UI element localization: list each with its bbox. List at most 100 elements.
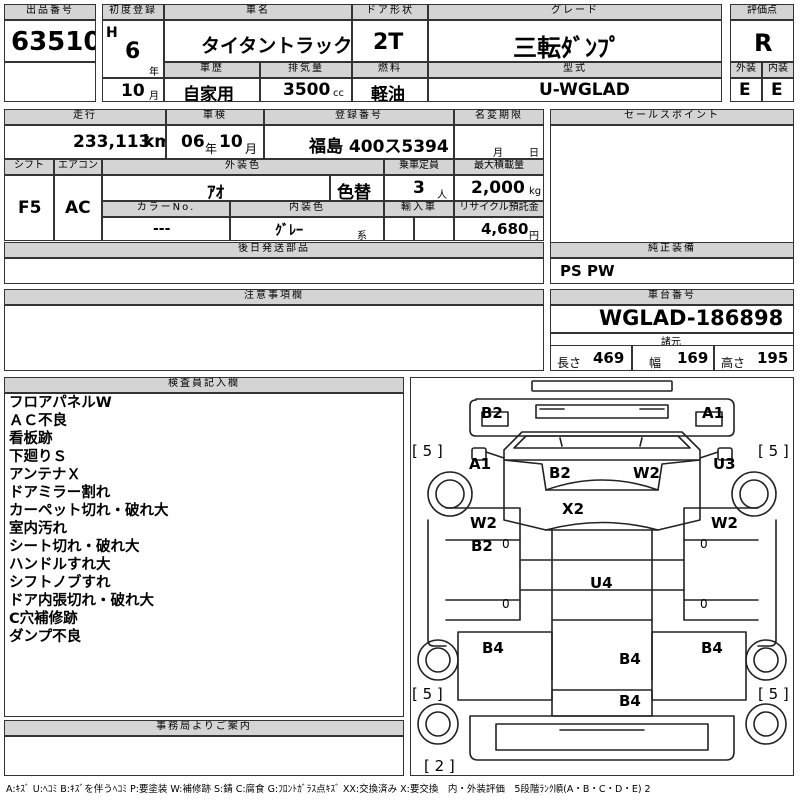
remark-item: 下廻りＳ [9, 449, 67, 465]
lot-blank-cell [4, 62, 96, 102]
interior-score: E [771, 80, 783, 100]
capacity-unit: 人 [437, 190, 447, 201]
insp-year: 06 [181, 132, 205, 152]
displacement-header: 排気量 [260, 62, 352, 78]
insp-month: 10 [219, 132, 243, 152]
door-type: 2T [373, 30, 404, 55]
width: 169 [677, 349, 709, 367]
tire-depth: [ 2 ] [424, 757, 455, 775]
score-header: 評価点 [730, 4, 794, 20]
era: H [106, 25, 118, 41]
tire-depth: [ 5 ] [412, 685, 443, 703]
damage-mark: U4 [590, 574, 613, 592]
damage-mark: B4 [701, 639, 723, 657]
door-cell: 2T [352, 20, 428, 62]
fuel: 軽油 [371, 85, 405, 102]
car-name-cell: タイタントラック [164, 20, 352, 62]
inspection-header: 車検 [166, 109, 264, 125]
tire-depth: [ 5 ] [758, 685, 789, 703]
genuine-cell: PS PW [550, 258, 794, 284]
height-cell: 高さ 195 [714, 345, 794, 371]
color-change-cell: 色替 [330, 175, 384, 201]
genuine-header: 純正装備 [550, 242, 794, 258]
door-header: ドア形状 [352, 4, 428, 20]
mileage-cell: 233,113 km [4, 125, 166, 159]
zero-mark: 0 [502, 537, 510, 551]
mileage: 233,113 [73, 132, 151, 152]
load: 2,000 [471, 178, 525, 198]
ac-header: エアコン [54, 159, 102, 175]
tire-depth: [ 5 ] [758, 442, 789, 460]
int-color-header: 内装色 [230, 201, 384, 217]
fuel-header: 燃料 [352, 62, 428, 78]
damage-mark: W2 [711, 514, 738, 532]
remark-item: 看板跡 [9, 431, 53, 447]
length-cell: 長さ 469 [550, 345, 632, 371]
displacement-cell: 3500 cc [260, 78, 352, 102]
damage-mark: B2 [481, 404, 503, 422]
insp-year-unit: 年 [205, 142, 218, 156]
ac-cell: AC [54, 175, 102, 241]
car-name: タイタントラック [201, 35, 352, 57]
interior-header: 内装 [762, 62, 794, 78]
remark-item: ドアミラー割れ [9, 485, 111, 501]
displacement: 3500 [283, 80, 331, 100]
spec-label: 諸元 [661, 337, 681, 345]
model-cell: U-WGLAD [428, 78, 722, 102]
remark-item: ＡＣ不良 [9, 413, 67, 429]
score: R [754, 29, 773, 57]
remark-item: フロアパネルW [9, 395, 112, 411]
shift-cell: F5 [4, 175, 54, 241]
length: 469 [593, 349, 625, 367]
name-change-header: 名変期限 [454, 109, 544, 125]
int-color: ｸﾞﾚｰ [275, 223, 303, 239]
color-no-header: カラーNo. [102, 201, 230, 217]
load-unit: kg [529, 186, 542, 197]
office-header: 事務局よりご案内 [4, 720, 404, 736]
remark-item: ハンドルすれ大 [9, 557, 111, 573]
exterior-score: E [739, 80, 751, 100]
damage-mark: B4 [482, 639, 504, 657]
remark-item: ドア内張切れ・破れ大 [9, 593, 154, 609]
int-color-cell: ｸﾞﾚｰ 系 [230, 217, 384, 241]
insp-month-unit: 月 [245, 142, 258, 156]
import-header: 輸入車 [384, 201, 454, 217]
capacity-cell: 3 人 [384, 175, 454, 201]
damage-legend: A:ｷｽﾞ U:ﾍｺﾐ B:ｷｽﾞを伴うﾍｺﾐ P:要塗装 W:補修跡 S:錆 … [6, 784, 651, 795]
inspector-cell [4, 393, 404, 717]
reg-month: 10 [121, 81, 145, 101]
model-header: 型式 [428, 62, 722, 78]
reg-no-header: 登録番号 [264, 109, 454, 125]
recycle-fee: 4,680 [481, 220, 529, 238]
displacement-unit: cc [333, 88, 344, 99]
capacity: 3 [413, 178, 425, 198]
caution-cell [4, 305, 544, 371]
import-cell-1 [384, 217, 414, 241]
inspector-remarks: フロアパネルW ＡＣ不良 看板跡 下廻りＳ アンテナＸ ドアミラー割れ カーペッ… [9, 394, 169, 646]
chassis-no: WGLAD-186898 [599, 306, 784, 330]
lot-no-header: 出品番号 [4, 4, 96, 20]
load-cell: 2,000 kg [454, 175, 544, 201]
width-cell: 幅 169 [632, 345, 714, 371]
remark-item: シフトノブすれ [9, 575, 111, 591]
history-header: 車歴 [164, 62, 260, 78]
ext-color-cell: ｱｵ [102, 175, 330, 201]
reg-year: 6 [125, 39, 141, 64]
model: U-WGLAD [539, 80, 630, 100]
nc-day: 日 [529, 148, 539, 159]
later-parts-header: 後日発送部品 [4, 242, 544, 258]
reg-no-cell: 福島 400ス5394 [264, 125, 454, 159]
mileage-unit: km [143, 132, 165, 152]
mileage-header: 走行 [4, 109, 166, 125]
damage-mark: W2 [470, 514, 497, 532]
chassis-header: 車台番号 [550, 289, 794, 305]
first-reg-header: 初度登録 [102, 4, 164, 20]
height-label: 高さ [721, 356, 746, 370]
load-header: 最大積載量 [454, 159, 544, 175]
interior-cell: E [762, 78, 794, 102]
grade: 三転ﾀﾞﾝﾌﾟ [513, 34, 621, 62]
grade-cell: 三転ﾀﾞﾝﾌﾟ [428, 20, 722, 62]
color-no-cell: --- [102, 217, 230, 241]
width-label: 幅 [649, 356, 662, 370]
reg-no: 福島 400ス5394 [309, 137, 449, 157]
